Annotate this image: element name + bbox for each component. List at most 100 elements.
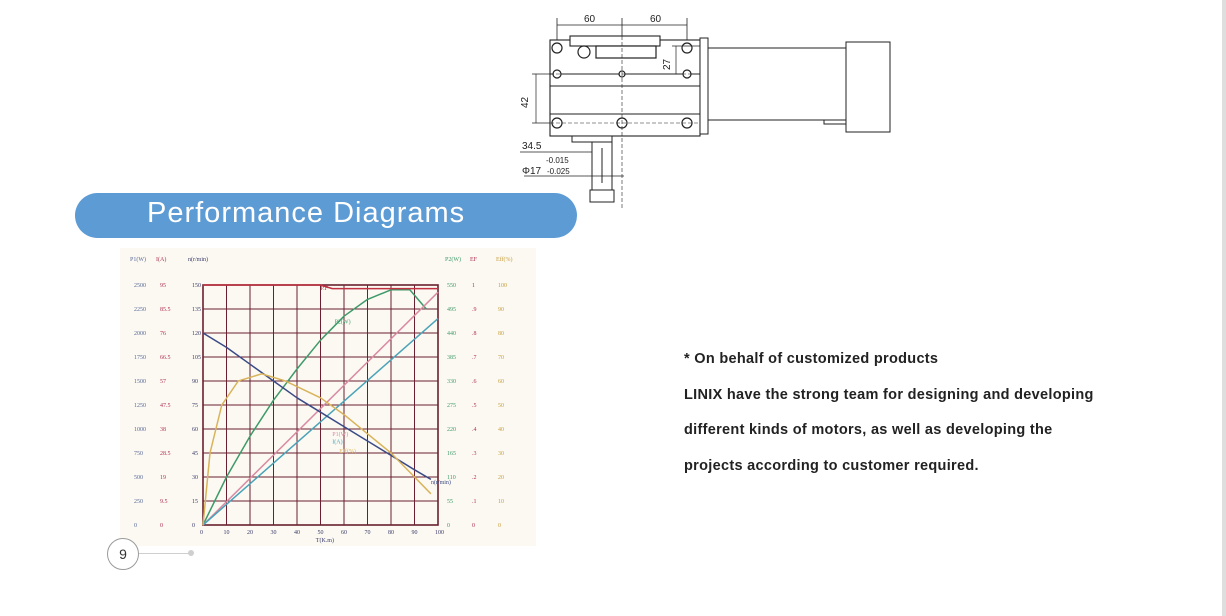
right-axis-tick: 40 bbox=[498, 427, 504, 433]
left-axis-tick: 19 bbox=[160, 475, 166, 481]
series-line bbox=[202, 291, 439, 526]
dim-offset: 27 bbox=[662, 58, 673, 70]
right-axis-tick: .3 bbox=[472, 451, 477, 457]
dim-top-left: 60 bbox=[584, 14, 596, 25]
series-line bbox=[202, 373, 432, 526]
right-axis-tick: 0 bbox=[447, 523, 450, 529]
x-axis-tick: 100 bbox=[435, 530, 444, 536]
left-axis-tick: 76 bbox=[160, 331, 166, 337]
right-axis-tick: 30 bbox=[498, 451, 504, 457]
description-line-4: projects according to customer required. bbox=[684, 457, 979, 474]
right-axis-tick: 80 bbox=[498, 331, 504, 337]
left-axis-tick: 2500 bbox=[134, 283, 146, 289]
right-axis-tick: 550 bbox=[447, 283, 456, 289]
left-axis-label: P1(W) bbox=[130, 256, 146, 263]
x-axis-tick: 80 bbox=[388, 530, 394, 536]
dim-tolerance-lower: -0.025 bbox=[547, 167, 570, 176]
right-axis-tick: .2 bbox=[472, 475, 477, 481]
page-number-badge: 9 bbox=[107, 538, 139, 570]
right-axis-tick: .5 bbox=[472, 403, 477, 409]
right-axis-tick: 440 bbox=[447, 331, 456, 337]
right-axis-label: EF bbox=[470, 257, 478, 263]
x-axis-tick: 0 bbox=[200, 530, 203, 536]
page-edge bbox=[1222, 0, 1226, 616]
page-number-dot bbox=[188, 550, 194, 556]
right-axis-tick: 55 bbox=[447, 499, 453, 505]
x-axis-label: T(K.m) bbox=[316, 537, 334, 544]
right-axis-label: Eff(%) bbox=[496, 256, 513, 263]
series-line bbox=[203, 284, 438, 290]
left-axis-tick: 0 bbox=[192, 523, 195, 529]
right-axis-tick: .1 bbox=[472, 499, 477, 505]
right-axis-tick: 90 bbox=[498, 307, 504, 313]
motor-technical-drawing: 60 60 27 42 bbox=[520, 14, 891, 208]
x-axis-tick: 10 bbox=[224, 530, 230, 536]
right-axis-tick: 1 bbox=[472, 283, 475, 289]
left-axis-tick: 75 bbox=[192, 403, 198, 409]
right-axis-tick: 10 bbox=[498, 499, 504, 505]
right-axis-tick: 110 bbox=[447, 475, 456, 481]
x-axis-tick: 30 bbox=[271, 530, 277, 536]
left-axis-tick: 15 bbox=[192, 499, 198, 505]
right-axis-tick: 330 bbox=[447, 379, 456, 385]
series-label: P.F bbox=[321, 286, 329, 292]
left-axis-tick: 750 bbox=[134, 451, 143, 457]
right-axis-tick: 0 bbox=[472, 523, 475, 529]
dim-diameter: Φ17 bbox=[522, 166, 542, 177]
right-axis-tick: 495 bbox=[447, 307, 456, 313]
right-axis-tick: .7 bbox=[472, 355, 477, 361]
description-block: * On behalf of customized products LINIX… bbox=[684, 351, 1204, 493]
left-axis-tick: 30 bbox=[192, 475, 198, 481]
x-axis-tick: 70 bbox=[365, 530, 371, 536]
chart-series bbox=[202, 284, 439, 526]
left-axis-tick: 38 bbox=[160, 427, 166, 433]
series-label: P1(W) bbox=[332, 431, 348, 438]
left-axis-tick: 2000 bbox=[134, 331, 146, 337]
x-axis-tick: 50 bbox=[318, 530, 324, 536]
left-axis-tick: 1500 bbox=[134, 379, 146, 385]
right-axis-tick: .6 bbox=[472, 379, 477, 385]
left-axis-tick: 2250 bbox=[134, 307, 146, 313]
right-axis-tick: 220 bbox=[447, 427, 456, 433]
left-axis-tick: 28.5 bbox=[160, 451, 171, 457]
description-line-2: LINIX have the strong team for designing… bbox=[684, 386, 1094, 403]
left-axis-tick: 500 bbox=[134, 475, 143, 481]
right-axis-tick: 275 bbox=[447, 403, 456, 409]
x-axis-tick: 20 bbox=[247, 530, 253, 536]
right-axis-tick: 0 bbox=[498, 523, 501, 529]
left-axis-tick: 1000 bbox=[134, 427, 146, 433]
right-axis-tick: 100 bbox=[498, 283, 507, 289]
right-axis-tick: .8 bbox=[472, 331, 477, 337]
section-title: Performance Diagrams bbox=[147, 197, 466, 229]
series-label: n(r/min) bbox=[431, 479, 451, 486]
right-axis-tick: 70 bbox=[498, 355, 504, 361]
right-axis-tick: 20 bbox=[498, 475, 504, 481]
page-number-line bbox=[139, 553, 190, 554]
x-axis-tick: 90 bbox=[412, 530, 418, 536]
left-axis-tick: 85.5 bbox=[160, 307, 171, 313]
dim-top-right: 60 bbox=[650, 14, 662, 25]
right-axis-tick: 60 bbox=[498, 379, 504, 385]
left-axis-tick: 135 bbox=[192, 307, 201, 313]
section-banner: Performance Diagrams bbox=[75, 193, 577, 238]
left-axis-tick: 95 bbox=[160, 283, 166, 289]
left-axis-tick: 1750 bbox=[134, 355, 146, 361]
dim-shaft-offset: 34.5 bbox=[522, 141, 542, 152]
left-axis-tick: 45 bbox=[192, 451, 198, 457]
series-label: I(A) bbox=[332, 438, 342, 445]
right-axis-tick: .9 bbox=[472, 307, 477, 313]
series-label: P2(W) bbox=[335, 318, 351, 325]
chart-labels: P1(W)25002250200017501500125010007505002… bbox=[130, 256, 513, 544]
chart-grid bbox=[202, 284, 439, 526]
left-axis-tick: 1250 bbox=[134, 403, 146, 409]
x-axis-tick: 40 bbox=[294, 530, 300, 536]
dim-tolerance-upper: -0.015 bbox=[546, 156, 569, 165]
left-axis-tick: 0 bbox=[160, 523, 163, 529]
left-axis-tick: 60 bbox=[192, 427, 198, 433]
dim-height: 42 bbox=[520, 96, 531, 108]
left-axis-tick: 9.5 bbox=[160, 499, 168, 505]
left-axis-label: n(r/min) bbox=[188, 256, 208, 263]
left-axis-tick: 47.5 bbox=[160, 403, 171, 409]
performance-chart: P1(W)25002250200017501500125010007505002… bbox=[120, 248, 536, 546]
page-number: 9 bbox=[119, 546, 127, 562]
